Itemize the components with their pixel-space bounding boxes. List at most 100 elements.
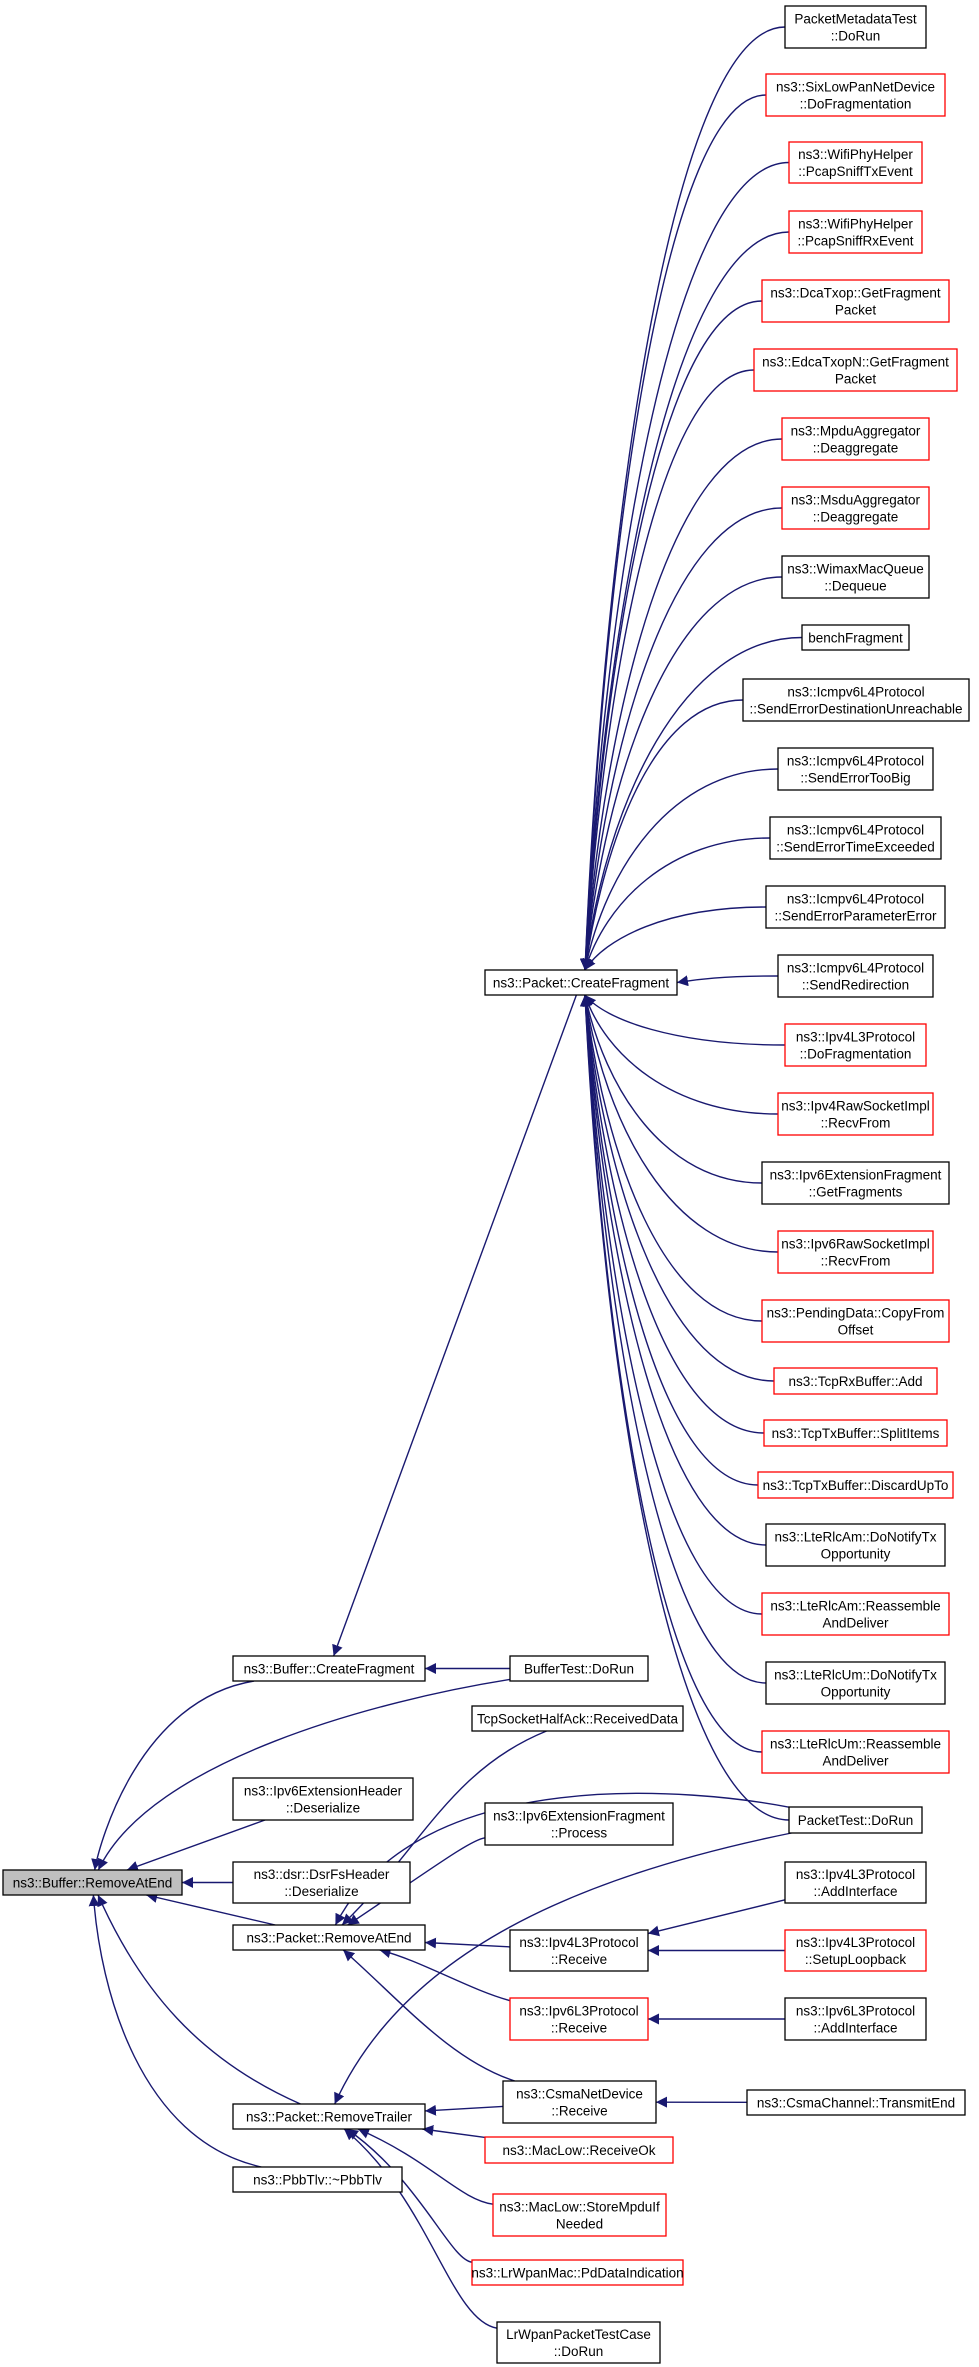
edge-wifi_rx-to-pkt_cf xyxy=(580,231,790,971)
graph-node-pkttest[interactable]: PacketTest::DoRun xyxy=(788,1806,923,1834)
node-label-line: ns3::Ipv4L3Protocol xyxy=(796,1030,915,1045)
node-box xyxy=(761,1161,950,1205)
node-box xyxy=(784,5,927,49)
node-label-line: ns3::Packet::RemoveTrailer xyxy=(246,2110,413,2125)
graph-node-pmdtest[interactable]: PacketMetadataTest::DoRun xyxy=(784,5,927,49)
node-label-line: ns3::Icmpv6L4Protocol xyxy=(787,754,924,769)
graph-node-tcprx[interactable]: ns3::TcpRxBuffer::Add xyxy=(773,1367,938,1395)
graph-node-csmachan[interactable]: ns3::CsmaChannel::TransmitEnd xyxy=(746,2089,966,2116)
graph-node-dsrfs[interactable]: ns3::dsr::DsrFsHeader::Deserialize xyxy=(232,1861,411,1904)
graph-node-msdu[interactable]: ns3::MsduAggregator::Deaggregate xyxy=(781,486,930,530)
graph-node-icmp-redir[interactable]: ns3::Icmpv6L4Protocol::SendRedirection xyxy=(777,954,934,998)
edge-icmp_param-to-pkt_cf xyxy=(584,906,767,971)
graph-node-tcphalf[interactable]: TcpSocketHalfAck::ReceivedData xyxy=(471,1705,684,1732)
graph-node-wifi-rx[interactable]: ns3::WifiPhyHelper::PcapSniffRxEvent xyxy=(788,210,923,254)
node-box xyxy=(746,2089,966,2116)
edge-pbbtlv-to-root xyxy=(88,1894,262,2168)
graph-node-buftest[interactable]: BufferTest::DoRun xyxy=(509,1655,649,1682)
node-label-line: ns3::MacLow::StoreMpduIf xyxy=(499,2200,660,2215)
graph-node-icmp-time[interactable]: ns3::Icmpv6L4Protocol::SendErrorTimeExce… xyxy=(769,816,942,860)
node-box xyxy=(471,2259,684,2286)
node-label-line: AndDeliver xyxy=(822,1754,889,1769)
graph-node-tcptx-split[interactable]: ns3::TcpTxBuffer::SplitItems xyxy=(763,1419,948,1447)
node-label-line: ::SendRedirection xyxy=(802,978,909,993)
edge-pkttest-to-pkt_cf xyxy=(580,994,790,1821)
edge-ipv6raw-to-pkt_cf xyxy=(581,994,779,1253)
node-label-line: ns3::Buffer::CreateFragment xyxy=(244,1662,415,1677)
node-label-line: ns3::Icmpv6L4Protocol xyxy=(787,892,924,907)
graph-node-wimax[interactable]: ns3::WimaxMacQueue::Dequeue xyxy=(781,555,930,599)
graph-node-macrecvok[interactable]: ns3::MacLow::ReceiveOk xyxy=(484,2136,674,2164)
graph-node-buf-cf[interactable]: ns3::Buffer::CreateFragment xyxy=(232,1655,426,1682)
node-label-line: ns3::MsduAggregator xyxy=(791,493,921,508)
graph-node-wifi-tx[interactable]: ns3::WifiPhyHelper::PcapSniffTxEvent xyxy=(788,141,923,184)
edge-wifi_tx-to-pkt_cf xyxy=(580,161,790,971)
graph-node-ipv4l3-add[interactable]: ns3::Ipv4L3Protocol::AddInterface xyxy=(784,1861,927,1904)
node-label-line: ::Receive xyxy=(551,2021,607,2036)
node-box xyxy=(788,1806,923,1834)
node-box xyxy=(784,1929,927,1972)
graph-node-ipv6raw[interactable]: ns3::Ipv6RawSocketImpl::RecvFrom xyxy=(777,1230,934,1274)
graph-node-icmp-dest[interactable]: ns3::Icmpv6L4Protocol::SendErrorDestinat… xyxy=(742,678,970,722)
node-box xyxy=(761,1592,950,1636)
graph-node-ipv6l3-add[interactable]: ns3::Ipv6L3Protocol::AddInterface xyxy=(784,1997,927,2041)
graph-node-lrwpan-pd[interactable]: ns3::LrWpanMac::PdDataIndication xyxy=(471,2259,684,2286)
graph-node-lrwpan-test[interactable]: LrWpanPacketTestCase::DoRun xyxy=(496,2321,661,2364)
edge-icmp_toobig-to-pkt_cf xyxy=(581,768,779,971)
edge-dcatxop-to-pkt_cf xyxy=(580,300,763,971)
edge-msdu-to-pkt_cf xyxy=(580,507,783,971)
node-box xyxy=(788,141,923,184)
node-box xyxy=(781,417,930,461)
node-box xyxy=(492,2193,667,2237)
node-label-line: Opportunity xyxy=(821,1547,891,1562)
node-label-line: ::SendErrorDestinationUnreachable xyxy=(749,702,962,717)
graph-node-ipv4raw[interactable]: ns3::Ipv4RawSocketImpl::RecvFrom xyxy=(777,1092,934,1136)
node-label-line: ns3::Packet::RemoveAtEnd xyxy=(246,1931,411,1946)
node-label-line: ::SendErrorParameterError xyxy=(774,909,937,924)
graph-node-ipv4l3-recv[interactable]: ns3::Ipv4L3Protocol::Receive xyxy=(509,1929,649,1972)
node-label-line: BufferTest::DoRun xyxy=(524,1662,634,1677)
graph-node-ipv6ef-get[interactable]: ns3::Ipv6ExtensionFragment::GetFragments xyxy=(761,1161,950,1205)
graph-node-icmp-param[interactable]: ns3::Icmpv6L4Protocol::SendErrorParamete… xyxy=(765,885,946,929)
graph-node-tcptx-disc[interactable]: ns3::TcpTxBuffer::DiscardUpTo xyxy=(757,1471,954,1499)
graph-node-sixlow[interactable]: ns3::SixLowPanNetDevice::DoFragmentation xyxy=(765,73,946,117)
node-box xyxy=(761,279,950,323)
graph-node-ipv6l3-recv[interactable]: ns3::Ipv6L3Protocol::Receive xyxy=(509,1997,649,2041)
node-label-line: ns3::WifiPhyHelper xyxy=(798,147,913,162)
node-label-line: ns3::LteRlcAm::DoNotifyTx xyxy=(774,1530,936,1545)
edge-edcatxop-to-pkt_cf xyxy=(580,369,755,971)
graph-node-pkt-cf[interactable]: ns3::Packet::CreateFragment xyxy=(484,969,678,996)
node-label-line: ns3::DcaTxop::GetFragment xyxy=(770,286,941,301)
node-label-line: benchFragment xyxy=(808,631,903,646)
graph-node-ipv4l3-loop[interactable]: ns3::Ipv4L3Protocol::SetupLoopback xyxy=(784,1929,927,1972)
node-label-line: ns3::LteRlcAm::Reassemble xyxy=(770,1599,940,1614)
graph-node-benchfrag[interactable]: benchFragment xyxy=(801,624,910,651)
node-label-line: ::DoFragmentation xyxy=(800,1047,912,1062)
node-label-line: Offset xyxy=(838,1323,874,1338)
node-label-line: ::RecvFrom xyxy=(821,1116,891,1131)
graph-node-ipv6ef-proc[interactable]: ns3::Ipv6ExtensionFragment::Process xyxy=(484,1802,674,1846)
graph-node-csma-recv[interactable]: ns3::CsmaNetDevice::Receive xyxy=(502,2080,657,2124)
graph-node-pbbtlv[interactable]: ns3::PbbTlv::~PbbTlv xyxy=(232,2166,403,2193)
node-box xyxy=(232,1777,414,1821)
node-label-line: TcpSocketHalfAck::ReceivedData xyxy=(477,1712,679,1727)
edge-csma_recv-to-pkt_rae xyxy=(342,1949,515,2082)
edge-ipv4l3_recv-to-pkt_rae xyxy=(424,1937,511,1949)
graph-node-mpdu[interactable]: ns3::MpduAggregator::Deaggregate xyxy=(781,417,930,461)
graph-node-ipv6eh[interactable]: ns3::Ipv6ExtensionHeader::Deserialize xyxy=(232,1777,414,1821)
graph-node-pkt-rt[interactable]: ns3::Packet::RemoveTrailer xyxy=(232,2103,426,2130)
graph-node-ipv4l3-frag[interactable]: ns3::Ipv4L3Protocol::DoFragmentation xyxy=(784,1023,927,1067)
edge-icmp_dest-to-pkt_cf xyxy=(581,699,744,971)
node-box xyxy=(784,1997,927,2041)
graph-node-icmp-toobig[interactable]: ns3::Icmpv6L4Protocol::SendErrorTooBig xyxy=(777,747,934,791)
graph-node-pkt-rae[interactable]: ns3::Packet::RemoveAtEnd xyxy=(232,1924,426,1951)
